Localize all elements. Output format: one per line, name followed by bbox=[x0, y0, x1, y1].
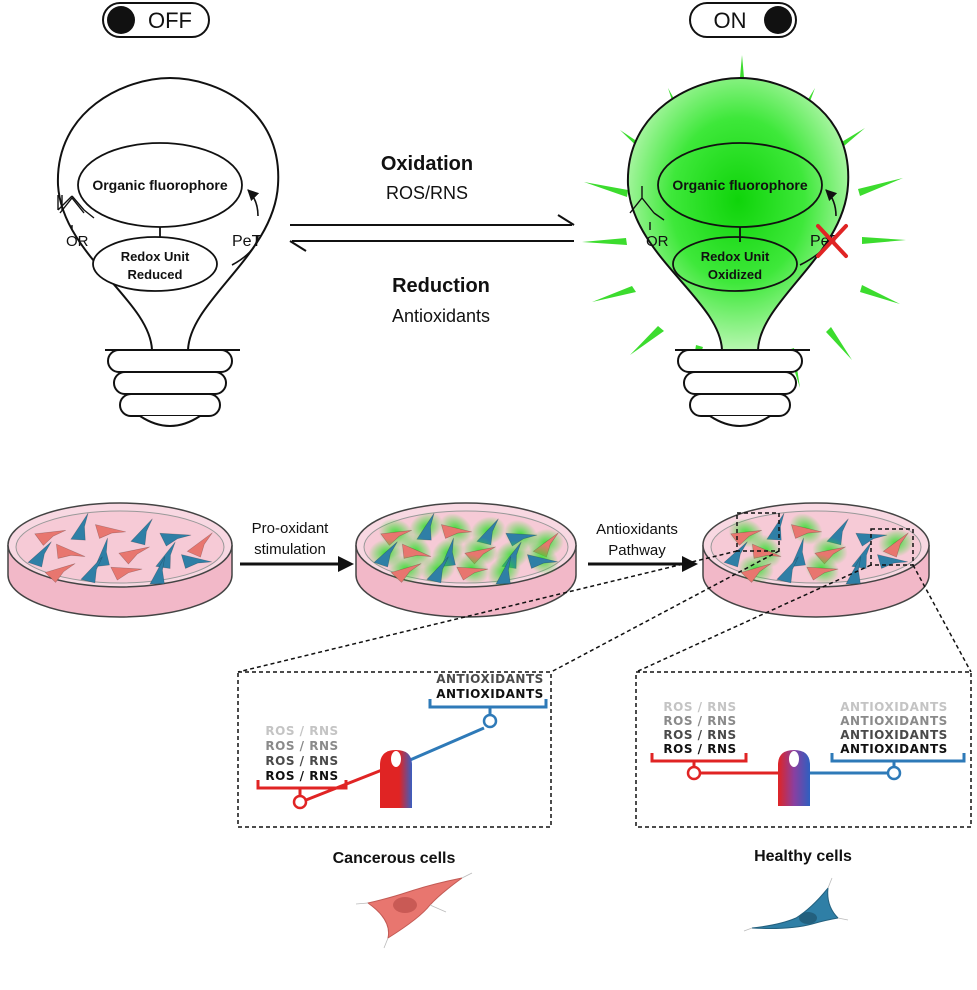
dish-cell-icon bbox=[804, 553, 840, 585]
dish-cell-icon bbox=[525, 543, 559, 575]
redox-unit-ellipse bbox=[672, 236, 798, 292]
ros-label: ROS / RNS bbox=[265, 754, 338, 768]
off-switch[interactable]: OFF bbox=[102, 2, 210, 38]
ester-group-icon bbox=[57, 195, 95, 230]
antioxidant-label: ANTIOXIDANTS bbox=[436, 687, 544, 701]
dish-cell-icon bbox=[118, 546, 150, 565]
dish-cell-icon bbox=[94, 524, 126, 539]
dish-cell-icon bbox=[845, 556, 862, 585]
balance-fulcrum bbox=[380, 750, 412, 808]
ros-label: ROS / RNS bbox=[663, 700, 736, 714]
ros-label: ROS / RNS bbox=[663, 742, 736, 756]
antioxidant-pan bbox=[428, 699, 548, 709]
redox-unit-label: Redox Unit bbox=[701, 249, 770, 264]
dish-cell-icon bbox=[186, 532, 213, 558]
dish-cell-icon bbox=[94, 537, 110, 567]
antioxidant-label: ANTIOXIDANTS bbox=[840, 714, 948, 728]
ros-label: ROS / RNS bbox=[265, 724, 338, 738]
dish-cell-icon bbox=[27, 541, 52, 568]
dish-cell-icon bbox=[159, 532, 192, 547]
dish-cell-icon bbox=[70, 512, 89, 541]
blocked-cross-icon bbox=[816, 224, 848, 258]
antioxidant-label: ANTIOXIDANTS bbox=[436, 672, 544, 686]
beam-left bbox=[305, 768, 383, 802]
on-label: ON bbox=[714, 8, 747, 33]
dish-cell-icon bbox=[110, 566, 143, 581]
redox-state-label: Reduced bbox=[128, 267, 183, 282]
beam-right bbox=[409, 726, 485, 762]
dish-cell-icon bbox=[155, 541, 176, 569]
healthy-cells-title: Healthy cells bbox=[754, 848, 852, 865]
pet-label: PeT bbox=[810, 233, 840, 250]
ros-label: ROS / RNS bbox=[663, 714, 736, 728]
antioxidant-label: ANTIOXIDANTS bbox=[840, 700, 948, 714]
dish-cell-icon bbox=[56, 543, 86, 559]
dish-cell-icon bbox=[408, 511, 444, 543]
dish-cell-icon bbox=[789, 513, 823, 545]
oxidation-title: Oxidation bbox=[381, 153, 473, 175]
dish-cell-icon bbox=[454, 553, 490, 585]
on-switch[interactable]: ON bbox=[689, 2, 797, 38]
dish-cell-icon bbox=[487, 555, 521, 587]
ester-group-icon bbox=[629, 186, 665, 230]
redox-unit-label: Redox Unit bbox=[121, 249, 190, 264]
dish-cell-icon bbox=[420, 554, 456, 584]
antioxidant-label: ANTIOXIDANTS bbox=[840, 728, 948, 742]
dish-cell-icon bbox=[180, 554, 212, 569]
dish-cell-icon bbox=[851, 541, 872, 569]
oxidation-agent: ROS/RNS bbox=[386, 183, 468, 203]
dish-cell-icon bbox=[776, 556, 799, 584]
step1-label-line2: stimulation bbox=[254, 541, 326, 558]
balance-fulcrum bbox=[778, 750, 810, 806]
step1-label-line1: Pro-oxidant bbox=[252, 520, 330, 537]
dish-cell-icon bbox=[439, 513, 473, 545]
dish-cell-icon bbox=[878, 528, 914, 558]
zoom-box-cancer bbox=[736, 512, 780, 552]
fluorophore-label: Organic fluorophore bbox=[672, 177, 808, 193]
dish-cell-icon bbox=[44, 563, 76, 583]
antioxidant-pan bbox=[830, 753, 966, 763]
dish-cell-icon bbox=[738, 554, 774, 584]
zoom-box-healthy bbox=[870, 528, 914, 566]
switch-knob-icon bbox=[764, 6, 792, 34]
antioxidant-label: ANTIOXIDANTS bbox=[840, 742, 948, 756]
healthy-cell-icon bbox=[743, 877, 849, 932]
step2-label-line1: Antioxidants bbox=[596, 521, 678, 538]
redox-state-label: Oxidized bbox=[708, 267, 762, 282]
dish-cell-icon bbox=[790, 537, 806, 567]
cancer-cell-icon bbox=[355, 872, 473, 949]
dish-cell-icon bbox=[855, 532, 888, 547]
ros-label: ROS / RNS bbox=[265, 739, 338, 753]
switch-knob-icon bbox=[107, 6, 135, 34]
ros-label: ROS / RNS bbox=[265, 769, 338, 783]
dish-cell-icon bbox=[34, 529, 67, 546]
cancer-cells-title: Cancerous cells bbox=[333, 850, 456, 867]
dish-cell-icon bbox=[388, 554, 424, 584]
ester-or-label: OR bbox=[646, 233, 669, 250]
dish-cell-icon bbox=[130, 518, 153, 546]
reduction-title: Reduction bbox=[392, 275, 490, 297]
ester-or-label: OR bbox=[66, 233, 89, 250]
ros-pan bbox=[650, 753, 748, 763]
step2-label-line2: Pathway bbox=[608, 542, 666, 559]
dish-cell-icon bbox=[149, 556, 166, 585]
dish-cell-icon bbox=[723, 541, 748, 568]
pet-label: PeT bbox=[232, 233, 262, 250]
dish-cell-icon bbox=[80, 556, 103, 584]
ros-label: ROS / RNS bbox=[663, 728, 736, 742]
redox-unit-ellipse bbox=[92, 236, 218, 292]
dish-1 bbox=[7, 502, 233, 618]
reduction-agent: Antioxidants bbox=[392, 306, 490, 326]
fluorophore-label: Organic fluorophore bbox=[92, 177, 228, 193]
off-label: OFF bbox=[148, 8, 192, 33]
